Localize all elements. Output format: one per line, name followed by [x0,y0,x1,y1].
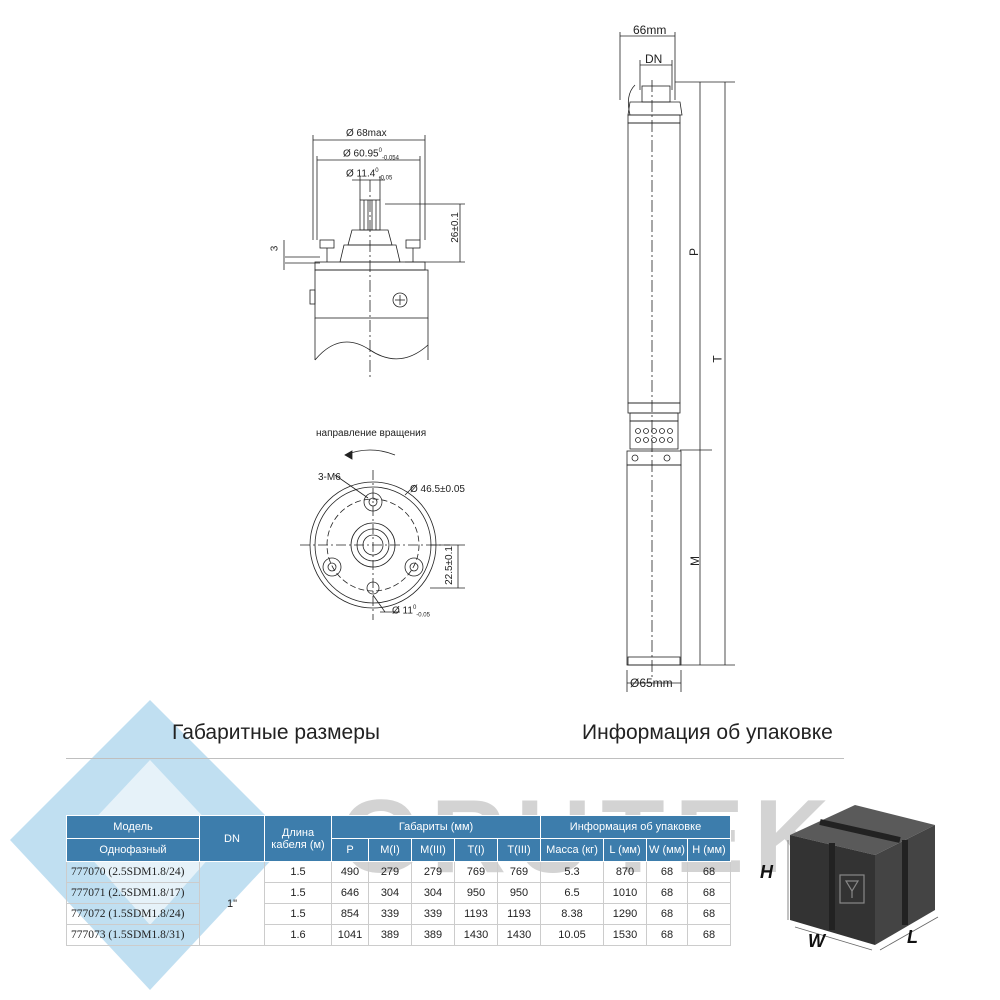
dim-gap: 3 [269,245,281,252]
pump-drawing [619,32,735,692]
cell-m1: 279 [368,861,412,883]
table-row: 777072 (1.5SDM1.8/24) 1.5 854 339 339 11… [66,903,731,925]
cell-mass: 5.3 [540,861,604,883]
header-p: P [331,838,369,862]
cell-cable: 1.5 [264,882,332,904]
dim-p: P [687,247,702,257]
header-m1: M(I) [368,838,412,862]
specs-table: Модель DN Длина кабеля (м) Габариты (мм)… [66,815,731,946]
dim-body-tol-top: 0 [378,148,382,154]
table-row: 777070 (2.5SDM1.8/24) 1" 1.5 490 279 279… [66,861,731,946]
header-t3: T(III) [497,838,541,862]
cell-h: 68 [687,924,731,946]
dim-t: T [710,355,725,363]
cell-p: 854 [331,903,369,925]
header-dimensions: Габариты (мм) [331,815,541,839]
dim-shaft-diameter: Ø 11.40-0.05 [346,168,393,182]
header-h: H (мм) [687,838,731,862]
cell-model: 777073 (1.5SDM1.8/31) [66,924,200,946]
cell-t1: 950 [454,882,498,904]
dim-dn: DN [645,52,663,66]
flange-drawing [300,449,465,620]
cell-m3: 339 [411,903,455,925]
dim-body-tol-bot: -0.054 [381,155,399,162]
dim-width-bottom: Ø65mm [630,676,673,690]
cell-h: 68 [687,861,731,883]
box-label-w: W [808,931,825,951]
dim-bore-tol-bot: -0.05 [416,612,430,619]
package-box-icon [787,805,939,951]
cell-t3: 950 [497,882,541,904]
cell-model: 777072 (1.5SDM1.8/24) [66,903,200,925]
cell-w: 68 [646,903,688,925]
cell-p: 490 [331,861,369,883]
cell-w: 68 [646,882,688,904]
packaging-title: Информация об упаковке [582,721,833,744]
rotation-direction-label: направление вращения [316,428,427,439]
dim-hole-circle: Ø 46.5±0.05 [410,484,465,495]
dimensions-title: Габаритные размеры [172,721,380,744]
dim-width-top: 66mm [633,23,667,37]
header-l: L (мм) [603,838,647,862]
cell-dn: 1" [199,861,265,946]
cell-cable: 1.6 [264,924,332,946]
cell-h: 68 [687,882,731,904]
header-m3: M(III) [411,838,455,862]
header-mass: Масса (кг) [540,838,604,862]
dim-bore: Ø 110-0.05 [392,605,430,619]
dim-shaft-tol-top: 0 [375,168,379,174]
dim-body-diameter: Ø 60.950-0.054 [343,148,399,162]
cell-t3: 1430 [497,924,541,946]
cell-l: 1530 [603,924,647,946]
cell-cable: 1.5 [264,903,332,925]
cell-w: 68 [646,924,688,946]
box-label-h: H [760,862,773,882]
cell-m3: 279 [411,861,455,883]
box-label-l: L [907,927,918,947]
cell-m1: 304 [368,882,412,904]
table-row: 777073 (1.5SDM1.8/31) 1.6 1041 389 389 1… [66,924,731,946]
cell-mass: 6.5 [540,882,604,904]
cell-m3: 389 [411,924,455,946]
cell-t3: 1193 [497,903,541,925]
dim-bore-tol-top: 0 [412,605,417,611]
cell-cable: 1.5 [264,861,332,883]
cell-m3: 304 [411,882,455,904]
cell-t1: 1193 [454,903,498,925]
header-model: Модель [66,815,200,839]
cell-t1: 769 [454,861,498,883]
cell-model: 777071 (2.5SDM1.8/17) [66,882,200,904]
header-t1: T(I) [454,838,498,862]
cell-m1: 339 [368,903,412,925]
cell-m1: 389 [368,924,412,946]
dim-shaft-tol-bot: -0.05 [378,175,393,182]
cell-p: 1041 [331,924,369,946]
header-dn: DN [199,815,265,862]
cell-mass: 8.38 [540,903,604,925]
header-single-phase: Однофазный [66,838,200,862]
header-w: W (мм) [646,838,688,862]
cell-p: 646 [331,882,369,904]
cell-mass: 10.05 [540,924,604,946]
cell-l: 1010 [603,882,647,904]
motor-top-drawing [283,135,465,380]
header-packaging: Информация об упаковке [540,815,731,839]
dim-offset: 22.5±0.1 [443,546,455,585]
dim-shaft-height: 26±0.1 [449,212,461,243]
table-row: 777071 (2.5SDM1.8/17) 1.5 646 304 304 95… [66,882,731,904]
divider [66,758,844,759]
cell-model: 777070 (2.5SDM1.8/24) [66,861,200,883]
dim-m: M [688,556,702,566]
holes-label: 3-M6 [318,472,341,483]
cell-l: 1290 [603,903,647,925]
cell-w: 68 [646,861,688,883]
cell-h: 68 [687,903,731,925]
header-cable: Длина кабеля (м) [264,815,332,862]
cell-l: 870 [603,861,647,883]
dim-max-diameter: Ø 68max [346,128,387,139]
cell-t1: 1430 [454,924,498,946]
cell-t3: 769 [497,861,541,883]
